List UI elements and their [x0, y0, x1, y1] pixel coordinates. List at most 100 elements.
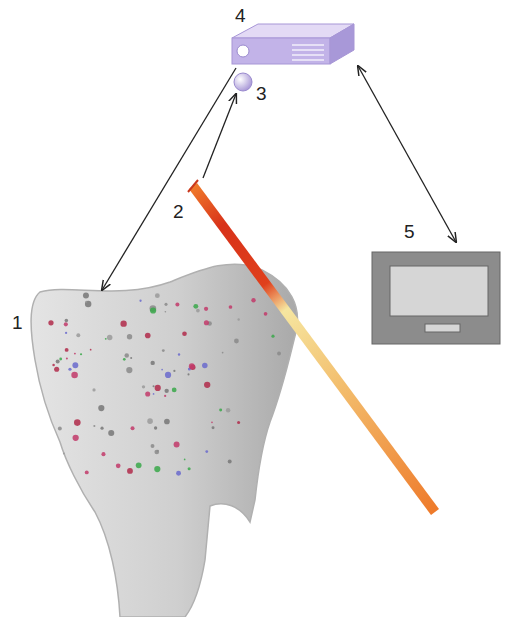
particle — [161, 369, 163, 371]
particle — [154, 466, 160, 472]
particle — [184, 459, 186, 461]
device-side — [330, 24, 354, 64]
particle — [93, 425, 95, 427]
particle — [107, 335, 112, 340]
particle — [127, 334, 132, 339]
particle — [157, 450, 159, 452]
particle — [229, 305, 233, 309]
device-knob — [237, 45, 249, 57]
device-front — [232, 38, 330, 64]
particle — [251, 298, 255, 302]
particle — [54, 367, 59, 372]
particle — [205, 450, 208, 453]
particle — [237, 318, 239, 320]
particle — [204, 382, 210, 388]
particle — [72, 362, 78, 368]
callout-number: 4 — [235, 6, 246, 25]
particle — [237, 421, 240, 424]
particle — [126, 367, 132, 373]
particle — [155, 385, 161, 391]
arrow — [102, 68, 236, 290]
particle — [154, 426, 157, 429]
particle — [74, 353, 76, 355]
particle — [178, 353, 180, 355]
double-arrow — [358, 66, 456, 242]
tooth — [31, 264, 297, 617]
particle — [222, 352, 224, 354]
particle — [151, 444, 155, 448]
particle — [145, 392, 150, 397]
particle — [165, 311, 167, 313]
particle — [172, 388, 177, 393]
monitor — [372, 252, 500, 344]
particle — [124, 353, 128, 357]
particle — [153, 393, 155, 395]
particle — [74, 419, 81, 426]
particle — [202, 363, 208, 369]
particle — [196, 309, 200, 313]
particle — [193, 304, 198, 309]
particle — [48, 320, 53, 325]
particle — [147, 418, 153, 424]
particle — [64, 322, 68, 326]
particle — [73, 435, 79, 441]
particle — [130, 357, 132, 359]
particle — [176, 471, 181, 476]
particle — [101, 452, 105, 456]
particle — [127, 468, 133, 474]
particle — [98, 405, 104, 411]
callout-number: 3 — [256, 84, 267, 103]
particle — [164, 419, 170, 425]
particle — [228, 459, 232, 463]
particle — [59, 358, 62, 361]
particle — [271, 335, 274, 338]
particle — [150, 361, 154, 365]
particle — [182, 331, 187, 336]
particle — [219, 409, 222, 412]
particle — [162, 349, 165, 352]
detector-sphere — [234, 73, 252, 91]
callout-number: 1 — [12, 313, 23, 332]
particle — [108, 430, 114, 436]
particle — [212, 426, 215, 429]
particle — [174, 442, 180, 448]
particle — [56, 359, 60, 363]
particle — [71, 372, 78, 379]
particle — [116, 463, 121, 468]
particle — [92, 388, 95, 391]
particle — [65, 348, 69, 352]
particle — [100, 427, 103, 430]
particle — [80, 353, 82, 355]
particle — [85, 301, 87, 303]
particle — [83, 293, 89, 299]
particle — [204, 320, 209, 325]
particle — [142, 385, 145, 388]
particle — [165, 372, 171, 378]
particle — [145, 333, 151, 339]
particle — [63, 453, 65, 455]
monitor-screen — [390, 266, 488, 316]
particle — [165, 389, 169, 393]
particle — [165, 303, 168, 306]
particle — [123, 358, 126, 361]
particle — [65, 319, 69, 323]
particle — [65, 332, 67, 334]
particle — [234, 339, 239, 344]
particle — [211, 421, 213, 423]
particle — [204, 307, 208, 311]
particle — [66, 357, 68, 359]
particle — [76, 333, 80, 337]
particle — [264, 312, 268, 316]
particle — [120, 320, 126, 326]
particle — [188, 467, 191, 470]
particle — [155, 293, 160, 298]
particle — [189, 363, 195, 369]
particle — [173, 370, 175, 372]
particle — [277, 352, 281, 356]
monitor-button — [425, 324, 460, 332]
particle — [187, 373, 189, 375]
particle — [85, 470, 89, 474]
optical-fiber — [193, 186, 435, 512]
arrow — [203, 94, 236, 178]
